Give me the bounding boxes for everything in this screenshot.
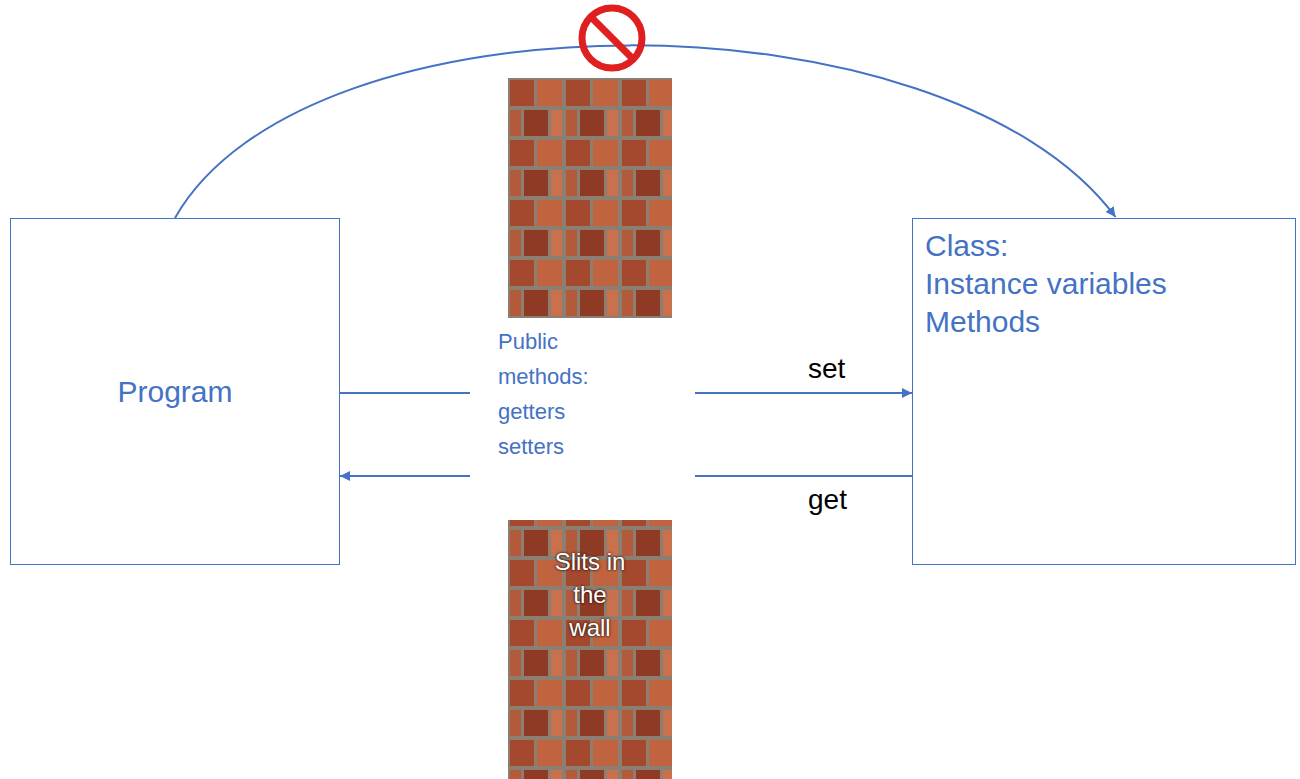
class-heading: Class: [925, 227, 1205, 265]
program-box: Program [10, 218, 340, 565]
wall-upper [508, 78, 672, 322]
class-box: Class:Instance variables Methods [912, 218, 1296, 565]
wall-label: Slits in the wall [552, 545, 628, 644]
edge-label: set [808, 353, 845, 385]
class-body: Instance variables Methods [925, 265, 1205, 341]
wall-gap-label: Public methods: getters setters [470, 318, 695, 482]
wall-lower [508, 520, 672, 779]
box-title: Program [117, 373, 232, 411]
edge-label: get [808, 484, 847, 516]
